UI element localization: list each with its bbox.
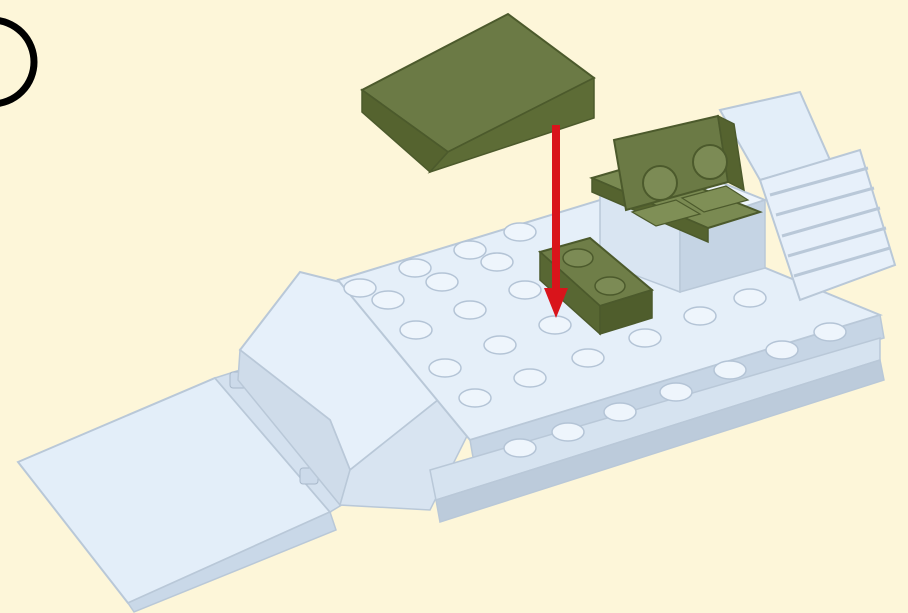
step-number-circle-icon [0, 20, 34, 104]
